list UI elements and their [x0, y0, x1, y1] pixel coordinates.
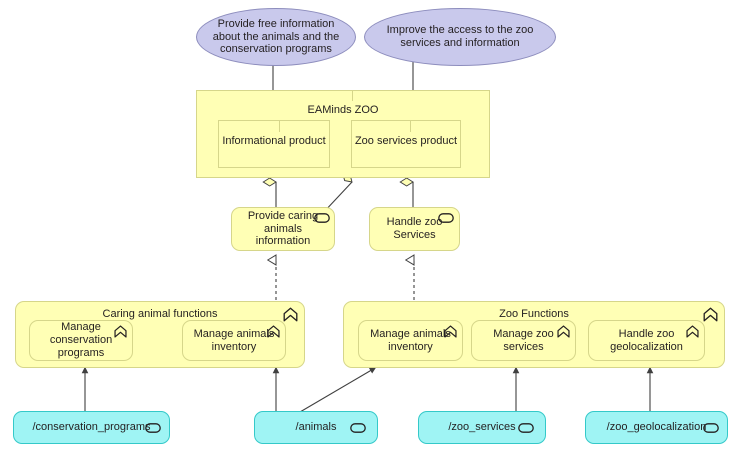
function-label: Manage conservation programs: [49, 321, 113, 359]
goal-label: Improve the access to the zoo services a…: [386, 24, 534, 49]
product-zoo-services-product[interactable]: Zoo services product: [351, 120, 461, 168]
interface-label: /conservation_programs: [32, 421, 151, 434]
function-label: Handle zoo geolocalization: [610, 327, 683, 353]
goal-label: Provide free information about the anima…: [212, 17, 340, 56]
function-manage-animals-inventory-caring[interactable]: Manage animals inventory: [182, 320, 286, 361]
interface-label: /zoo_geolocalization: [606, 421, 707, 434]
product-label: Informational product: [222, 135, 326, 147]
service-oval-icon: [438, 213, 454, 223]
function-chevron-icon: [686, 325, 699, 338]
function-manage-conservation-programs[interactable]: Manage conservation programs: [29, 320, 133, 361]
function-chevron-icon: [444, 325, 457, 338]
interface-oval-icon: [703, 423, 719, 433]
function-label: Manage zoo services: [493, 327, 554, 353]
interface-oval-icon: [350, 423, 366, 433]
interface-label: /animals: [295, 421, 337, 434]
function-handle-zoo-geolocalization[interactable]: Handle zoo geolocalization: [588, 320, 705, 361]
interface-zoo-services[interactable]: /zoo_services: [418, 411, 546, 444]
function-chevron-icon: [114, 325, 127, 338]
product-label: Zoo services product: [354, 135, 458, 147]
interface-conservation-programs[interactable]: /conservation_programs: [13, 411, 170, 444]
function-label: Manage animals inventory: [193, 327, 275, 353]
service-label: Handle zoo Services: [386, 216, 443, 241]
package-title: EAMinds ZOO: [307, 104, 379, 116]
function-chevron-icon: [557, 325, 570, 338]
group-title: Zoo Functions: [499, 308, 569, 320]
product-informational-product[interactable]: Informational product: [218, 120, 330, 168]
function-chevron-icon: [267, 325, 280, 338]
service-handle-zoo-services[interactable]: Handle zoo Services: [369, 207, 460, 251]
function-label: Manage animals inventory: [370, 327, 451, 353]
product-tab: [351, 120, 412, 132]
service-oval-icon: [314, 213, 330, 223]
function-manage-animals-inventory-zoo[interactable]: Manage animals inventory: [358, 320, 463, 361]
edge-animals-serves-manage-animals-inventory-zoo: [299, 367, 377, 413]
interface-label: /zoo_services: [448, 421, 516, 434]
interface-zoo-geolocalization[interactable]: /zoo_geolocalization: [585, 411, 728, 444]
product-tab: [218, 120, 280, 132]
function-manage-zoo-services[interactable]: Manage zoo services: [471, 320, 576, 361]
goal-improve-access-zoo-services[interactable]: Improve the access to the zoo services a…: [364, 8, 556, 66]
function-chevron-icon: [703, 307, 718, 322]
service-label: Provide caring animals information: [247, 209, 319, 248]
interface-animals[interactable]: /animals: [254, 411, 378, 444]
goal-provide-free-information[interactable]: Provide free information about the anima…: [196, 8, 356, 66]
function-chevron-icon: [283, 307, 298, 322]
package-tab: [196, 90, 353, 101]
interface-oval-icon: [145, 423, 161, 433]
group-title: Caring animal functions: [102, 308, 218, 320]
service-provide-caring-animals-information[interactable]: Provide caring animals information: [231, 207, 335, 251]
interface-oval-icon: [518, 423, 534, 433]
